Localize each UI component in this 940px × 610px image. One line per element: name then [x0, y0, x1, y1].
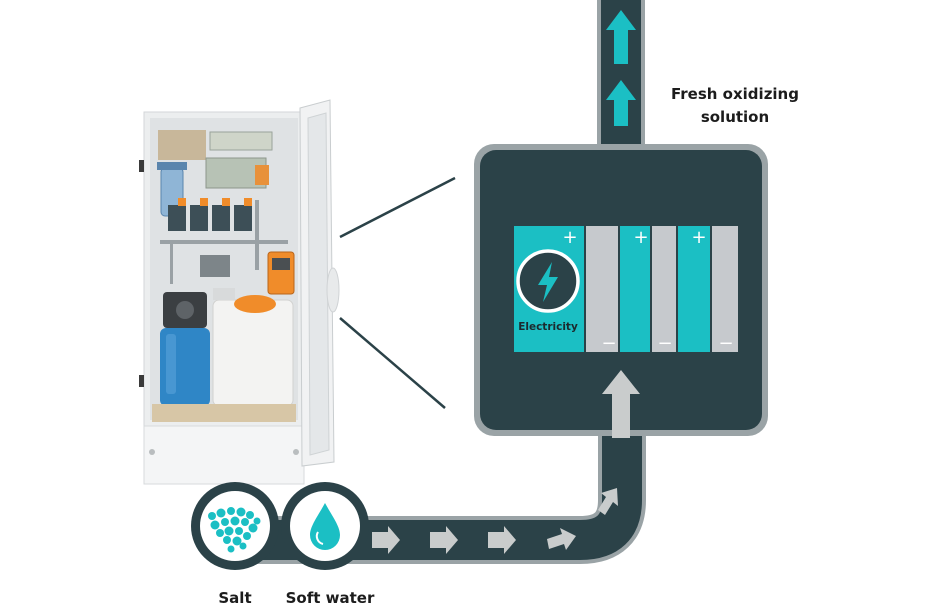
lightning-bolt-icon: [516, 249, 580, 313]
soft-water-label: Soft water: [285, 589, 375, 607]
negative-electrode: [652, 226, 676, 352]
minus-sign: −: [657, 333, 672, 354]
flow-arrows-horizontal: [372, 488, 618, 554]
positive-electrode: [678, 226, 710, 352]
minus-sign: −: [601, 333, 616, 354]
salt-input: [191, 482, 279, 570]
soft-water-input: [281, 482, 369, 570]
negative-electrode: [712, 226, 738, 352]
plus-sign: +: [691, 227, 706, 248]
salt-crystals-icon: [208, 507, 261, 553]
electricity-label: Electricity: [518, 321, 578, 333]
inlet-arrow-icon: [602, 370, 640, 438]
minus-sign: −: [718, 333, 733, 354]
salt-label: Salt: [218, 589, 252, 607]
negative-electrode: [586, 226, 618, 352]
zoom-line-bottom: [339, 317, 446, 409]
output-label: Fresh oxidizing solution: [671, 85, 799, 126]
zoom-line-top: [339, 176, 456, 239]
input-pipe: [245, 420, 646, 564]
plus-sign: +: [562, 227, 577, 248]
plus-sign: +: [633, 227, 648, 248]
positive-electrode: [620, 226, 650, 352]
equipment-cabinet-image: [139, 99, 340, 485]
